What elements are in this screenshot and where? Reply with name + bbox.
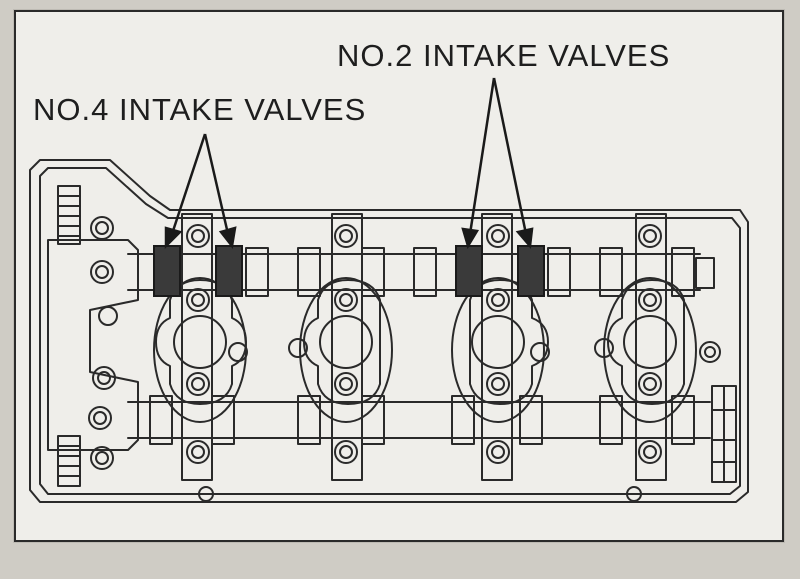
mounting-tab-right <box>626 486 642 502</box>
cylinder-bore-2 <box>451 277 545 423</box>
cylinder-head-outline <box>29 159 749 503</box>
no2-arrow-a <box>468 77 496 235</box>
camshaft-bearing-caps <box>181 213 667 481</box>
exhaust-camshaft <box>127 401 711 439</box>
camshaft-sensor <box>711 385 737 483</box>
no2-intake-valve-shim-a <box>455 245 483 297</box>
callout-no4-intake-valves: NO.4 INTAKE VALVES <box>33 92 367 127</box>
cylinder-bore-1 <box>603 277 697 423</box>
callout-no2-intake-valves: NO.2 INTAKE VALVES <box>337 38 671 73</box>
left-end-plate <box>47 239 139 451</box>
mounting-tab-left <box>198 486 214 502</box>
spark-plug-boss-2 <box>288 279 381 405</box>
no4-intake-valve-shim-a <box>153 245 181 297</box>
no2-intake-valve-shim-b <box>517 245 545 297</box>
spark-plug-boss-3 <box>469 279 550 405</box>
cylinder-head-inner-outline <box>39 167 741 495</box>
bearing-cap-bolts <box>186 224 662 464</box>
no2-arrow-b <box>492 77 528 235</box>
left-grille-bottom <box>57 435 81 487</box>
no4-arrow-b <box>203 133 230 235</box>
no4-intake-valve-shim-b <box>215 245 243 297</box>
cylinder-bore-4 <box>153 277 247 423</box>
cylinder-bore-3 <box>299 277 393 423</box>
no4-arrow-a <box>170 133 207 235</box>
left-grille-top <box>57 185 81 245</box>
end-plate-bolts <box>88 216 721 470</box>
